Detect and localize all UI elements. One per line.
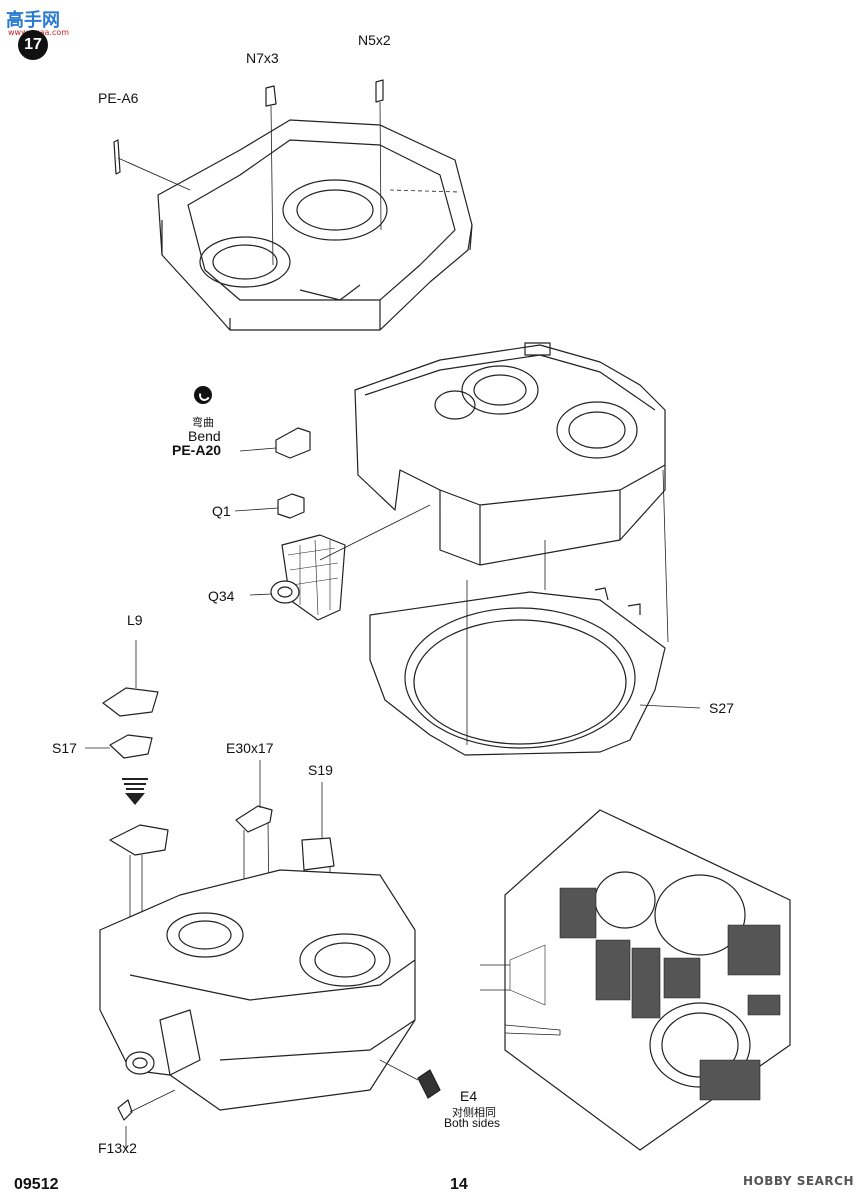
e4-part [417, 1069, 441, 1099]
label-pe-a20: PE-A20 [172, 442, 222, 458]
pe-a20-part [275, 427, 311, 459]
label-s19: S19 [308, 762, 333, 778]
turret-assembled [99, 869, 416, 1111]
stowage-boxes [559, 887, 781, 1101]
hobby-search-logo: HOBBY SEARCH [743, 1174, 854, 1188]
label-e4-cn: 对侧相同 [452, 1107, 496, 1119]
label-e4: E4 [460, 1088, 478, 1104]
pe-a6-part [113, 139, 121, 175]
step-badge-icon: 17 [18, 30, 48, 60]
label-n7x3: N7x3 [246, 50, 279, 66]
label-q34: Q34 [208, 588, 235, 604]
l9-block [109, 824, 169, 856]
label-s27: S27 [709, 700, 734, 716]
page-number: 14 [450, 1176, 468, 1193]
label-bend-cn: 弯曲 [192, 417, 214, 429]
label-n5x2: N5x2 [358, 32, 391, 48]
s17-part [109, 734, 153, 759]
label-e30x17: E30x17 [226, 740, 274, 756]
turret-interior-upper [157, 119, 473, 331]
site-logo: 高手网 [6, 10, 60, 31]
bend-icon [194, 386, 212, 404]
n7-part [265, 85, 277, 107]
turret-top-shell [354, 342, 666, 566]
s27-turret-ring [369, 587, 666, 756]
label-f13x2: F13x2 [98, 1140, 137, 1156]
label-l9: L9 [127, 612, 143, 628]
kit-number: 09512 [14, 1176, 59, 1193]
label-e4-en: Both sides [444, 1116, 501, 1130]
label-q1: Q1 [212, 503, 231, 519]
e30-part [235, 805, 273, 833]
q34-mantlet [270, 504, 431, 621]
q1-part [277, 493, 305, 519]
l9-part [102, 687, 159, 717]
label-s17: S17 [52, 740, 77, 756]
label-pe-a6: PE-A6 [98, 90, 139, 106]
arrow-down-icon [122, 778, 148, 805]
f13-part [117, 1099, 133, 1121]
label-bend-en: Bend [188, 428, 221, 444]
s19-part [301, 837, 335, 871]
n5-part [375, 79, 384, 103]
